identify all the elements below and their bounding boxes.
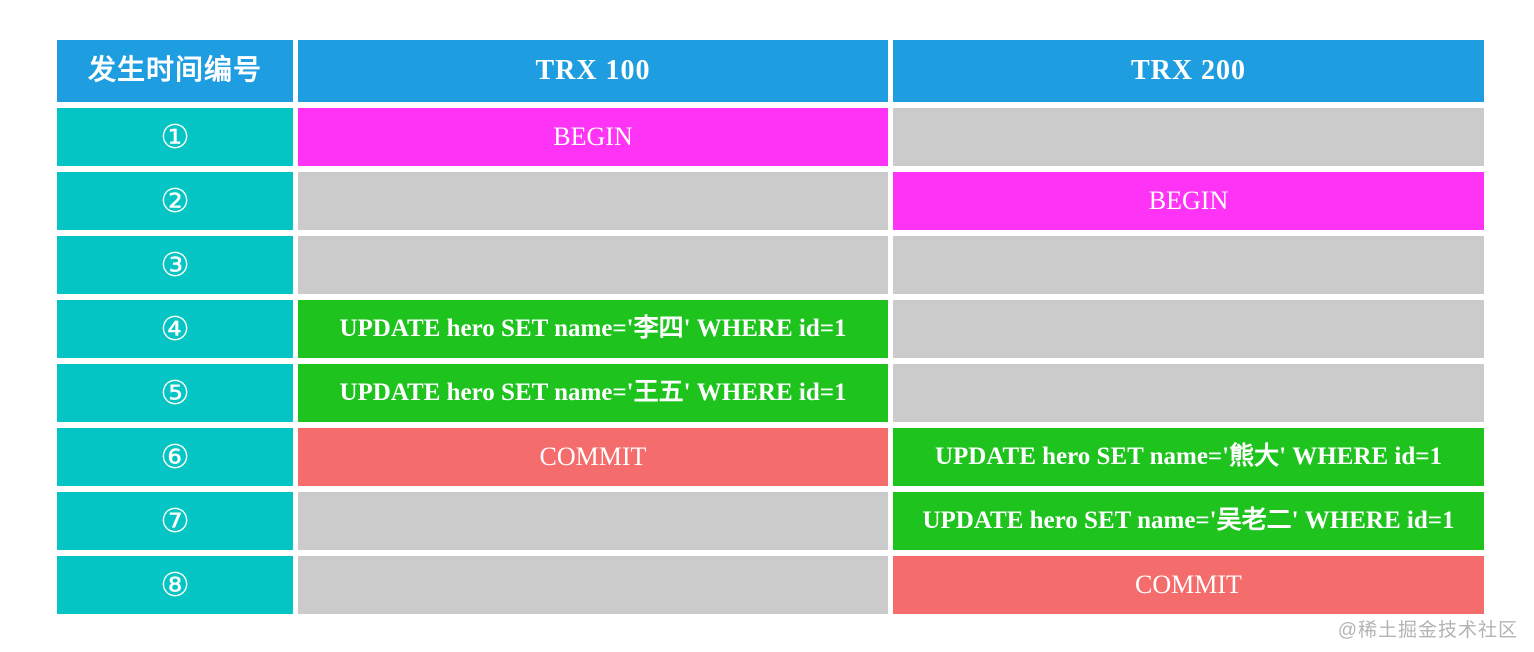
trx100-cell-1: BEGIN xyxy=(298,108,888,166)
seq-cell-7: ⑦ xyxy=(57,492,293,550)
trx100-cell-7 xyxy=(298,492,888,550)
seq-cell-3: ③ xyxy=(57,236,293,294)
trx200-cell-3 xyxy=(893,236,1484,294)
header-cell-trx100: TRX 100 xyxy=(298,40,888,102)
trx100-cell-4: UPDATE hero SET name='李四' WHERE id=1 xyxy=(298,300,888,358)
seq-cell-1: ① xyxy=(57,108,293,166)
header-cell-trx200: TRX 200 xyxy=(893,40,1484,102)
trx200-cell-2: BEGIN xyxy=(893,172,1484,230)
trx100-cell-3 xyxy=(298,236,888,294)
trx100-cell-8 xyxy=(298,556,888,614)
trx200-cell-5 xyxy=(893,364,1484,422)
header-cell-time-seq: 发生时间编号 xyxy=(57,40,293,102)
trx200-cell-1 xyxy=(893,108,1484,166)
trx200-cell-8: COMMIT xyxy=(893,556,1484,614)
watermark: @稀土掘金技术社区 xyxy=(1337,620,1518,641)
seq-cell-8: ⑧ xyxy=(57,556,293,614)
trx100-cell-6: COMMIT xyxy=(298,428,888,486)
trx200-cell-7: UPDATE hero SET name='吴老二' WHERE id=1 xyxy=(893,492,1484,550)
seq-cell-2: ② xyxy=(57,172,293,230)
trx100-cell-2 xyxy=(298,172,888,230)
transaction-timeline-table: 发生时间编号 TRX 100 TRX 200 ① BEGIN ② BEGIN ③… xyxy=(57,40,1484,614)
trx200-cell-4 xyxy=(893,300,1484,358)
seq-cell-6: ⑥ xyxy=(57,428,293,486)
seq-cell-5: ⑤ xyxy=(57,364,293,422)
trx100-cell-5: UPDATE hero SET name='王五' WHERE id=1 xyxy=(298,364,888,422)
trx200-cell-6: UPDATE hero SET name='熊大' WHERE id=1 xyxy=(893,428,1484,486)
seq-cell-4: ④ xyxy=(57,300,293,358)
